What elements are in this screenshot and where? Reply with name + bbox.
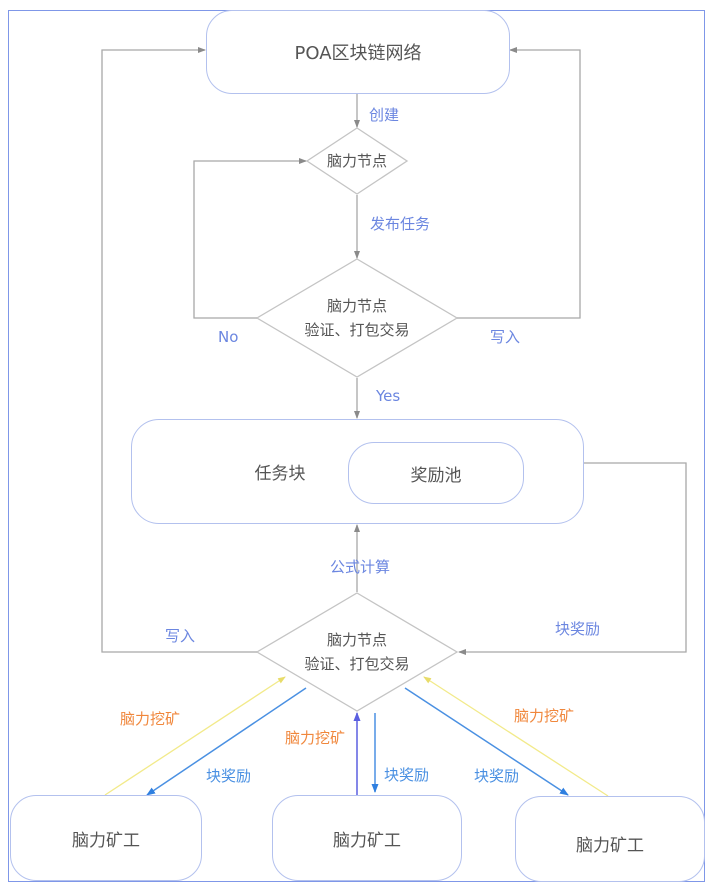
label-reward-left: 块奖励 xyxy=(206,767,252,785)
edge-reward-left xyxy=(146,687,307,796)
edge-mining-left xyxy=(104,676,286,796)
verify-node-bottom-line2: 验证、打包交易 xyxy=(304,655,410,673)
label-reward-middle: 块奖励 xyxy=(384,766,430,784)
brain-node-diamond xyxy=(305,127,409,195)
verify-node-top[interactable]: 脑力节点 验证、打包交易 xyxy=(277,294,437,342)
edge-reward-right xyxy=(404,687,569,796)
verify-node-top-line1: 脑力节点 xyxy=(326,297,387,315)
task-block-label: 任务块 xyxy=(254,464,306,484)
label-formula: 公式计算 xyxy=(330,558,391,576)
brain-node-label[interactable]: 脑力节点 xyxy=(326,152,387,170)
label-create: 创建 xyxy=(369,106,400,124)
label-yes: Yes xyxy=(376,387,401,405)
label-reward-right: 块奖励 xyxy=(474,767,520,785)
label-write-bottom: 写入 xyxy=(165,627,196,645)
miner-label: 脑力矿工 xyxy=(72,830,140,851)
miner-node-right[interactable]: 脑力矿工 xyxy=(515,796,705,882)
label-mining-middle: 脑力挖矿 xyxy=(285,729,346,747)
reward-pool-node[interactable]: 奖励池 xyxy=(348,442,524,504)
edge-write-top xyxy=(457,47,581,319)
verify-node-bottom-line1: 脑力节点 xyxy=(326,631,387,649)
miner-node-left[interactable]: 脑力矿工 xyxy=(10,795,202,881)
label-block-reward-right: 块奖励 xyxy=(555,620,601,638)
edge-write-bottom xyxy=(101,47,257,653)
miner-node-middle[interactable]: 脑力矿工 xyxy=(272,795,462,881)
poa-network-node[interactable]: POA区块链网络 xyxy=(206,10,510,94)
verify-node-diamond-bottom xyxy=(255,592,459,712)
edge-no-loop xyxy=(193,158,307,319)
reward-pool-label: 奖励池 xyxy=(410,465,462,486)
label-mining-right: 脑力挖矿 xyxy=(514,707,575,725)
edge-mining-right xyxy=(423,676,609,797)
poa-network-label: POA区块链网络 xyxy=(294,43,422,64)
verify-node-top-line2: 验证、打包交易 xyxy=(304,321,410,339)
verify-node-diamond-top xyxy=(255,258,459,378)
miner-label: 脑力矿工 xyxy=(576,835,644,856)
miner-label: 脑力矿工 xyxy=(333,830,401,851)
verify-node-bottom[interactable]: 脑力节点 验证、打包交易 xyxy=(277,628,437,676)
label-write-top: 写入 xyxy=(490,328,521,346)
label-no: No xyxy=(218,328,239,346)
edge-block-reward-right xyxy=(458,462,687,655)
label-publish-task: 发布任务 xyxy=(370,215,431,233)
label-mining-left: 脑力挖矿 xyxy=(120,710,181,728)
